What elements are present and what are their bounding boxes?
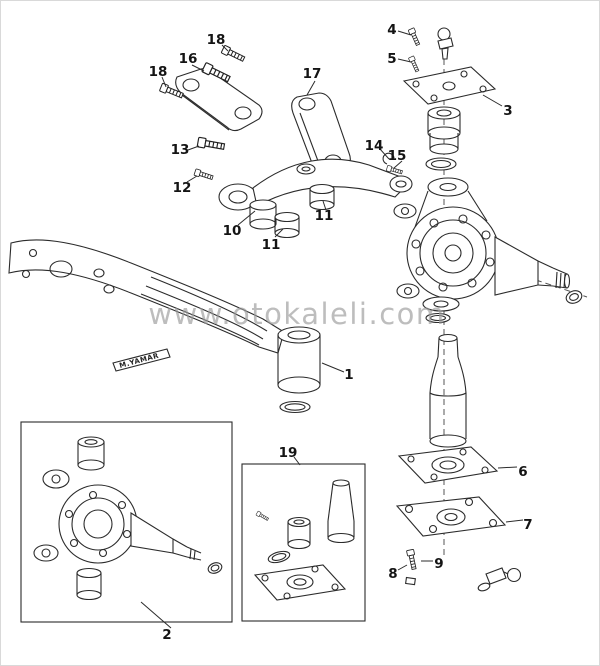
part-label-12: 12: [173, 180, 192, 196]
part-label-16: 16: [179, 51, 198, 67]
part-7-cap-plate-drawing: [395, 496, 507, 537]
part-label-1: 1: [344, 367, 353, 383]
brand-mark: M.YAMAR: [118, 352, 160, 370]
tapered-bushing-drawing: [429, 333, 467, 448]
kingpin-bushing-stack-drawing: [427, 106, 461, 155]
part-label-19: 19: [279, 445, 298, 461]
part-label-11a: 11: [262, 237, 281, 253]
part-4-bolt-drawing: [407, 27, 422, 47]
part-8-bolt-drawing: [405, 548, 418, 586]
grease-fitting-top-drawing: [437, 27, 454, 60]
tie-rod-arm-drawing: [218, 158, 413, 211]
part-2-inset-box: [20, 421, 233, 623]
grease-fitting-bottom-drawing: [477, 567, 522, 592]
part-12-bolt-drawing: [193, 168, 214, 182]
part-6-gasket-plate-drawing: [397, 446, 499, 484]
leader-lines: [140, 30, 524, 629]
part-label-7: 7: [523, 517, 532, 533]
lower-seal-ring-drawing: [425, 312, 451, 324]
part-5-bolt-drawing: [408, 55, 421, 73]
part-19-inset-box: [241, 463, 366, 622]
part-label-17: 17: [303, 66, 322, 82]
part-label-18a: 18: [207, 32, 226, 48]
part-10-bushing-drawing: [249, 199, 277, 230]
part-label-5: 5: [387, 51, 396, 67]
part-label-18b: 18: [149, 64, 168, 80]
part-1-bushing-drawing: [277, 326, 321, 414]
part-11-bushing-right-drawing: [309, 183, 335, 211]
part-3-plate-drawing: [402, 66, 497, 105]
part-label-3: 3: [503, 103, 512, 119]
part-label-14: 14: [365, 138, 384, 154]
part-label-15: 15: [388, 148, 407, 164]
watermark: www.otokaleli.com: [148, 297, 445, 331]
part-label-10: 10: [223, 223, 242, 239]
seal-ring-drawing: [425, 157, 457, 171]
part-label-8: 8: [388, 566, 397, 582]
axle-beam-drawing: [8, 239, 285, 372]
spindle-shaft-drawing: [494, 236, 583, 304]
part-label-2: 2: [162, 627, 171, 643]
part-label-6: 6: [518, 464, 527, 480]
part-label-4: 4: [387, 22, 396, 38]
part-label-11b: 11: [315, 208, 334, 224]
part-label-9: 9: [434, 556, 443, 572]
part-label-13: 13: [171, 142, 190, 158]
part-13-bolt-drawing: [196, 136, 226, 152]
steering-knuckle-drawing: [393, 177, 500, 312]
